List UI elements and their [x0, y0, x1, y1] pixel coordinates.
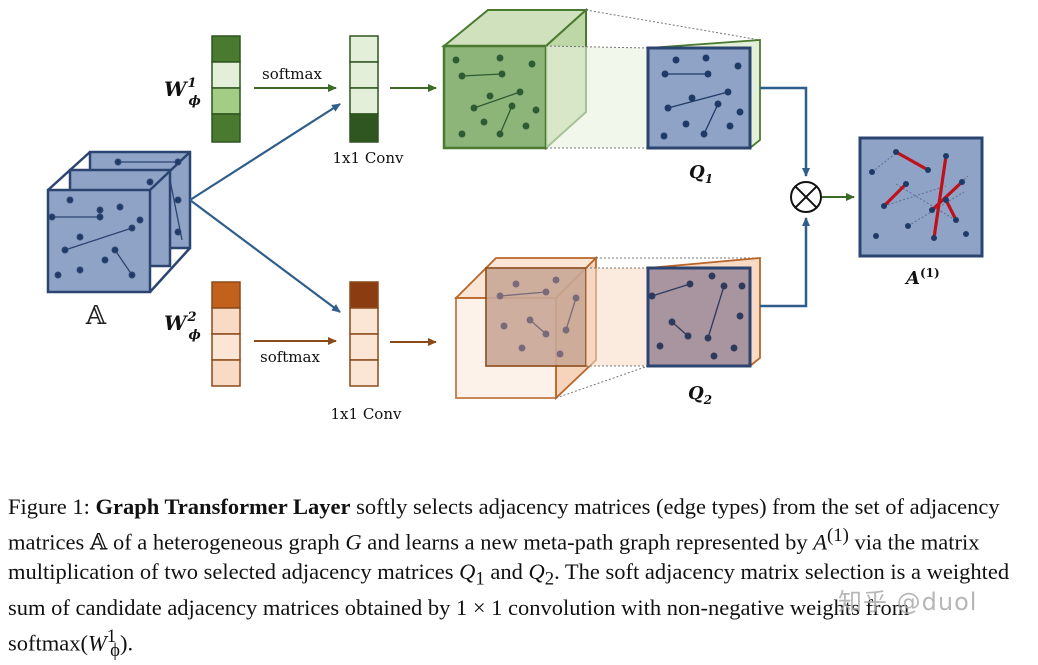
q2-to-multiply-arrow: [760, 217, 810, 308]
input-to-conv-bottom-arrow: [189, 199, 341, 313]
output-label: A(1): [904, 266, 940, 289]
multiply-operator: [790, 181, 822, 213]
conv-label-bottom: 1x1 Conv: [331, 405, 402, 423]
caption-title: Graph Transformer Layer: [95, 494, 351, 519]
softmax-label-bottom: softmax: [260, 348, 320, 366]
q2-selection-cube: [453, 255, 760, 401]
q1-selection-cube: [441, 7, 761, 151]
figure-caption: Figure 1: Graph Transformer Layer softly…: [8, 494, 1010, 661]
w1-weight-vector: [211, 35, 241, 143]
conv-label-top: 1x1 Conv: [333, 149, 404, 167]
input-adjacency-stack: [46, 150, 192, 294]
softmax-vector-top: [349, 35, 379, 143]
output-adjacency-matrix: [858, 136, 984, 258]
q2-matrix: [645, 257, 761, 368]
q1-to-multiply-arrow: [760, 86, 810, 177]
watermark: 知乎 @duol: [838, 588, 978, 616]
w2-weight-vector: [211, 281, 241, 387]
input-to-conv-top-arrow: [189, 103, 341, 201]
q2-label: Q2: [688, 383, 712, 407]
softmax-vector-bottom: [349, 281, 379, 387]
q1-matrix: [645, 39, 761, 150]
q1-label: Q1: [689, 162, 713, 186]
softmax-label-top: softmax: [262, 65, 322, 83]
input-label: 𝔸: [85, 301, 107, 331]
